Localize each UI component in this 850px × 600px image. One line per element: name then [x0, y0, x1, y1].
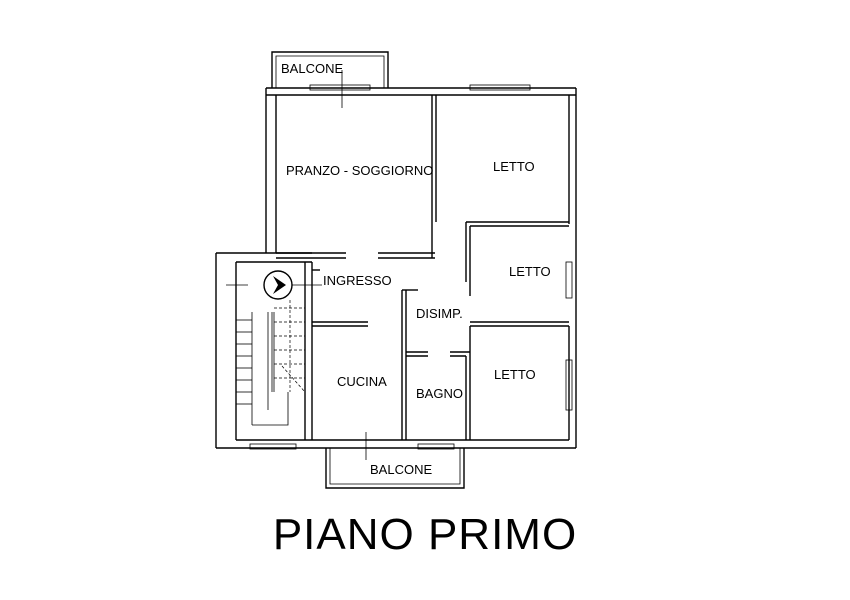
- label-bedroom-middle: LETTO: [509, 264, 551, 279]
- interior-walls: [276, 95, 569, 460]
- balcony-bottom: [325, 448, 465, 489]
- label-balcony-top: BALCONE: [281, 61, 343, 76]
- label-hallway: DISIMP.: [416, 306, 463, 321]
- label-entrance: INGRESSO: [323, 273, 392, 288]
- label-bedroom-bottom: LETTO: [494, 367, 536, 382]
- label-bathroom: BAGNO: [416, 386, 463, 401]
- stair-steps: [236, 300, 306, 405]
- label-living-dining: PRANZO - SOGGIORNO: [286, 163, 433, 178]
- label-balcony-bottom: BALCONE: [370, 462, 432, 477]
- arrow-right-circle-icon: [263, 270, 322, 300]
- staircase: [236, 300, 306, 426]
- label-kitchen: CUCINA: [337, 374, 387, 389]
- floor-title: PIANO PRIMO: [272, 510, 578, 559]
- outer-walls: [215, 84, 577, 450]
- balcony-top: [271, 51, 389, 108]
- label-bedroom-top: LETTO: [493, 159, 535, 174]
